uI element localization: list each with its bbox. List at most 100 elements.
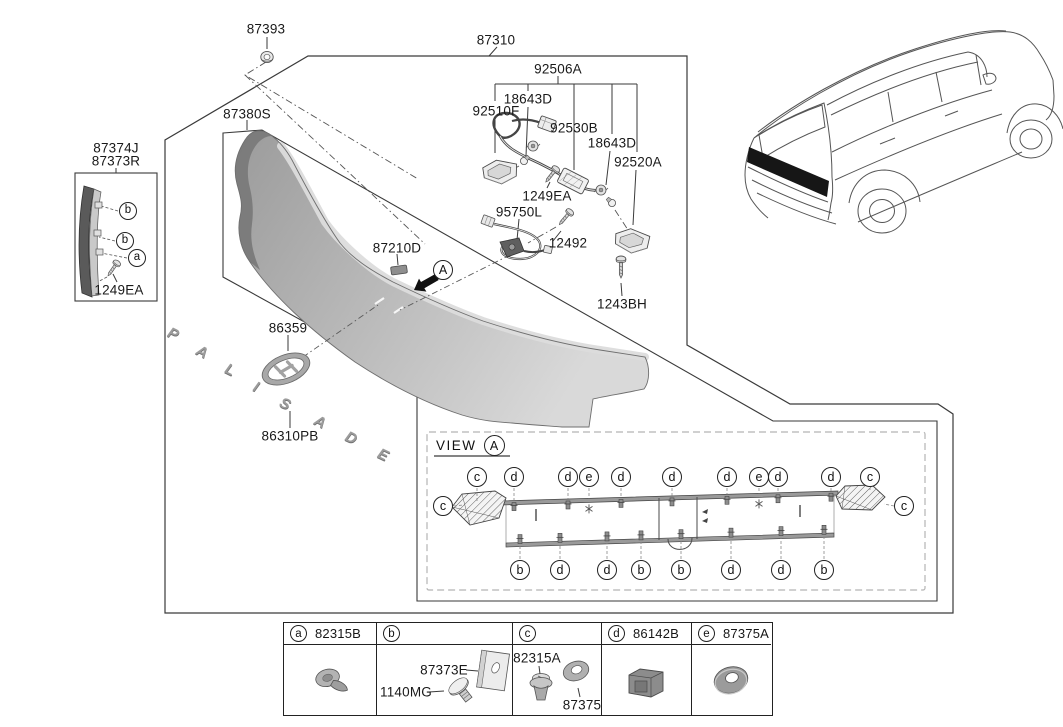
legend-key-b: b [383,625,400,642]
legend-header-c: c [513,623,601,645]
part-label-82315a-21: 82315A [513,650,561,666]
part-label-1249ea-8: 1249EA [522,188,572,204]
view-a-title: VIEW A [436,435,505,456]
camera-and-emblem-centerlines [302,248,523,358]
part-label-92506a-2: 92506A [534,61,582,77]
callout-d-5: d [504,467,524,487]
legend-header-a: a 82315B [284,623,376,645]
legend-part-glyphs [315,649,749,703]
callout-c-15: c [433,496,453,516]
callout-d-8: d [611,467,631,487]
legend-key-e: e [698,625,715,642]
part-label-86310pb-18: 86310PB [261,428,319,444]
pad-87210d [390,264,408,276]
pad-87373e-glyph [476,649,510,692]
part-label-87374j-13: 87374J [93,140,139,156]
view-a-strip-drawing [451,484,895,559]
callout-d-13: d [821,467,841,487]
legend-key-a: a [290,625,307,642]
part-label-95750l-9: 95750L [495,204,543,220]
callout-b-20: b [631,560,651,580]
washer-87375-glyph [562,660,590,682]
part-label-87373r-14: 87373R [91,153,141,169]
legend-part-d: 86142B [633,626,680,641]
license-lamp-assembly [481,111,651,279]
legend-cell-e [692,645,771,715]
legend-header-e: e 87375A [692,623,771,645]
legend-column-a: a 82315B [284,623,377,715]
legend-key-c: c [519,625,536,642]
legend-part-a: 82315B [315,626,362,641]
callout-b-24: b [814,560,834,580]
part-label-92520a-7: 92520A [614,154,662,170]
callout-b-21: b [671,560,691,580]
hyundai-emblem-86359 [261,352,311,386]
callout-c-14: c [860,467,880,487]
inner-boundary [222,129,938,602]
part-label-1243bh-11: 1243BH [597,296,647,312]
view-direction-arrow [414,274,439,292]
legend-part-e: 87375A [723,626,770,641]
callout-d-12: d [768,467,788,487]
callout-A-3: A [433,260,453,280]
callout-d-10: d [717,467,737,487]
view-label: VIEW [436,438,477,453]
part-label-86359-17: 86359 [268,320,308,336]
emblem-letter-d-6: D [341,428,361,448]
part-label-18643d-6: 18643D [587,135,637,151]
callout-a-2: a [128,249,146,267]
legend-header-b: b [377,623,512,645]
part-label-87393-0: 87393 [246,21,286,37]
moulding-highlight-band [747,147,829,197]
side-garnish-part [78,185,104,298]
callout-d-18: d [550,560,570,580]
callout-b-17: b [510,560,530,580]
callout-d-19: d [597,560,617,580]
emblem-letter-l-2: L [220,361,240,379]
clip-82315a-glyph [529,673,553,701]
callout-d-6: d [558,467,578,487]
callout-c-4: c [467,467,487,487]
part-label-12492-10: 12492 [548,235,588,251]
callout-d-9: d [662,467,682,487]
bolt-1140mg-glyph [448,677,473,703]
legend-header-d: d 86142B [602,623,691,645]
legend-key-d: d [608,625,625,642]
vehicle-rear-illustration [744,30,1063,234]
part-label-18643d-3: 18643D [503,91,553,107]
legend-column-c: c [513,623,602,715]
grommet-87375a-glyph [713,666,749,695]
rear-camera-95750l [480,214,553,261]
callout-c-16: c [894,496,914,516]
callout-b-0: b [119,202,137,220]
part-label-87210d-16: 87210D [372,240,422,256]
emblem-mount-marks [374,297,404,314]
legend-column-d: d 86142B [602,623,692,715]
callout-d-22: d [721,560,741,580]
legend-cell-a [284,645,376,715]
part-label-87380s-12: 87380S [223,106,271,122]
emblem-letter-i-3: I [249,379,263,395]
callout-d-23: d [771,560,791,580]
clip-82315b-glyph [315,668,348,692]
emblem-letter-e-7: E [373,445,393,465]
part-label-1249ea-15: 1249EA [94,282,144,298]
callout-b-1: b [116,232,134,250]
part-label-92510f-4: 92510F [472,103,520,119]
emblem-letter-p-0: P [163,324,183,344]
legend-column-b: b [377,623,513,715]
part-label-1140mg-20: 1140MG [380,684,432,700]
view-ref-circle: A [483,435,505,456]
emblem-letter-a-1: A [192,342,212,362]
legend-cell-d [602,645,691,715]
view-a-dashed-border [426,431,926,591]
callout-e-11: e [749,467,769,487]
legend-table: a 82315B b c d 86142B e 87375A [283,622,773,716]
legend-cell-b [377,645,512,715]
outer-boundary [164,55,954,614]
part-label-87375-22: 87375 [562,697,602,713]
part-label-87310-1: 87310 [476,32,516,48]
